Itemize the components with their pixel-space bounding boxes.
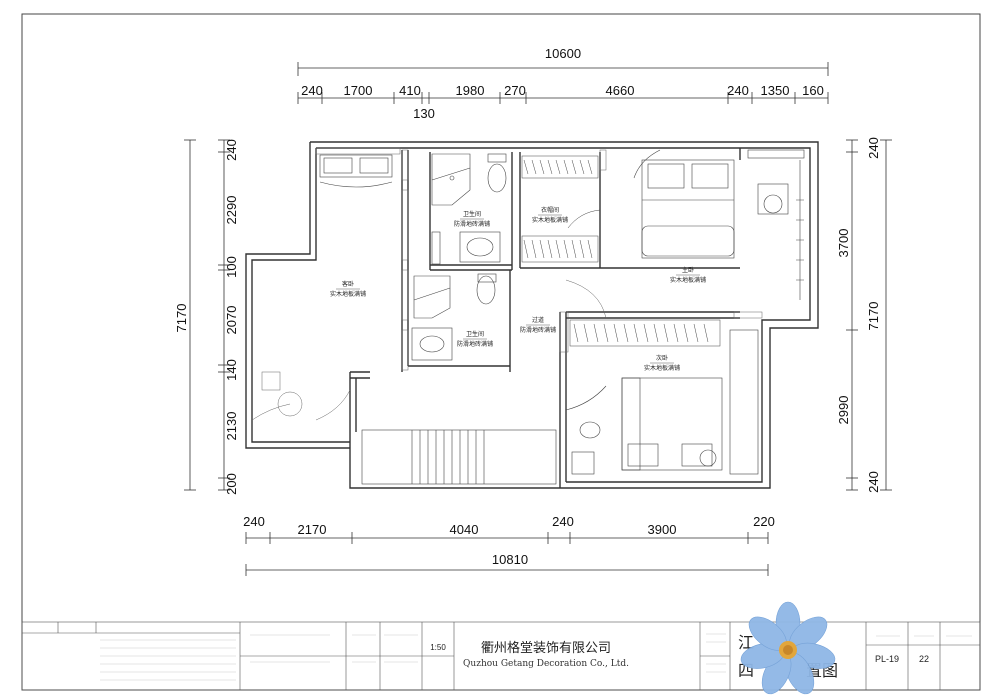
sheet-border <box>21 13 981 691</box>
title-block <box>21 621 981 691</box>
walls <box>245 141 819 489</box>
room-name-master: 主卧 <box>682 266 694 274</box>
room-name-guest: 客卧 <box>342 280 354 288</box>
bathroom-2-fixtures <box>411 273 497 361</box>
drawing-number: PL-19 <box>875 654 899 664</box>
room-label-second: 次卧 实木地板满铺 <box>644 354 680 372</box>
dim-top-1: 240 <box>301 83 323 98</box>
second-bed <box>565 329 759 475</box>
dim-bottom-4: 240 <box>552 514 574 529</box>
room-floor-second: 实木地板满铺 <box>644 364 680 372</box>
dim-right-4: 240 <box>866 471 881 493</box>
room-floor-bath-2: 防滑地砖满铺 <box>457 340 493 348</box>
room-floor-closet: 实木地板满铺 <box>532 216 568 224</box>
room-floor-corridor: 防滑地砖满铺 <box>520 326 556 334</box>
dim-top-6: 4660 <box>606 83 635 98</box>
dim-left-total: 7170 <box>174 304 189 333</box>
bottom-dimensions <box>245 532 769 576</box>
room-name-second: 次卧 <box>656 354 668 362</box>
room-name-bath-1: 卫生间 <box>463 210 481 218</box>
sheet-number: 22 <box>919 654 929 664</box>
dim-right-3: 2990 <box>836 396 851 425</box>
flower-logo <box>740 601 836 695</box>
dim-top-extra: 130 <box>413 106 435 121</box>
dim-left-6: 2130 <box>224 412 239 441</box>
dim-top-7: 240 <box>727 83 749 98</box>
guest-closet <box>319 154 393 188</box>
drawing-title-start: 江 <box>738 633 754 652</box>
bathroom-1-fixtures <box>431 153 507 265</box>
door-swings <box>251 279 607 421</box>
left-dimensions <box>184 139 230 491</box>
walk-in-closet-shelves <box>521 155 601 263</box>
room-label-closet: 衣帽间 实木地板满铺 <box>532 206 568 224</box>
dim-bottom-total: 10810 <box>492 552 528 567</box>
room-floor-guest: 实木地板满铺 <box>330 290 366 298</box>
dim-bottom-2: 2170 <box>298 522 327 537</box>
dim-left-4: 2070 <box>224 306 239 335</box>
room-label-corridor: 过道 防滑地砖满铺 <box>520 316 556 334</box>
company-name-cn: 衢州格堂装饰有限公司 <box>481 640 611 656</box>
room-label-guest: 客卧 实木地板满铺 <box>330 280 366 298</box>
room-name-closet: 衣帽间 <box>541 206 559 214</box>
title-block-fine-lines <box>100 633 972 681</box>
dim-top-2: 1700 <box>344 83 373 98</box>
room-label-bath-2: 卫生间 防滑地砖满铺 <box>457 330 493 348</box>
master-bed <box>633 149 805 300</box>
right-dimensions <box>846 139 892 491</box>
dim-top-3: 410 <box>399 83 421 98</box>
dim-left-3: 100 <box>224 256 239 278</box>
dim-right-2: 3700 <box>836 229 851 258</box>
dim-right-1: 240 <box>866 137 881 159</box>
dim-top-total: 10600 <box>545 46 581 61</box>
room-floor-master: 实木地板满铺 <box>670 276 706 284</box>
room-floor-bath-1: 防滑地砖满铺 <box>454 220 490 228</box>
scale-value: 1:50 <box>430 643 446 652</box>
room-name-corridor: 过道 <box>532 316 544 324</box>
second-bedroom-wardrobe <box>569 319 721 347</box>
dim-top-5: 270 <box>504 83 526 98</box>
dim-top-9: 160 <box>802 83 824 98</box>
dim-top-4: 1980 <box>456 83 485 98</box>
dim-top-8: 1350 <box>761 83 790 98</box>
dim-bottom-6: 220 <box>753 514 775 529</box>
room-label-bath-1: 卫生间 防滑地砖满铺 <box>454 210 490 228</box>
dim-bottom-5: 3900 <box>648 522 677 537</box>
dim-left-2: 2290 <box>224 196 239 225</box>
dim-left-7: 200 <box>224 473 239 495</box>
dim-bottom-3: 4040 <box>450 522 479 537</box>
room-label-master: 主卧 实木地板满铺 <box>670 266 706 284</box>
dim-bottom-1: 240 <box>243 514 265 529</box>
room-name-bath-2: 卫生间 <box>466 330 484 338</box>
company-name-en: Quzhou Getang Decoration Co., Ltd. <box>463 659 629 669</box>
dim-left-5: 140 <box>224 359 239 381</box>
wall-hatching <box>315 147 763 371</box>
dim-left-1: 240 <box>224 139 239 161</box>
staircase <box>361 429 557 485</box>
dim-right-total: 7170 <box>866 302 881 331</box>
top-dimensions <box>297 62 829 104</box>
